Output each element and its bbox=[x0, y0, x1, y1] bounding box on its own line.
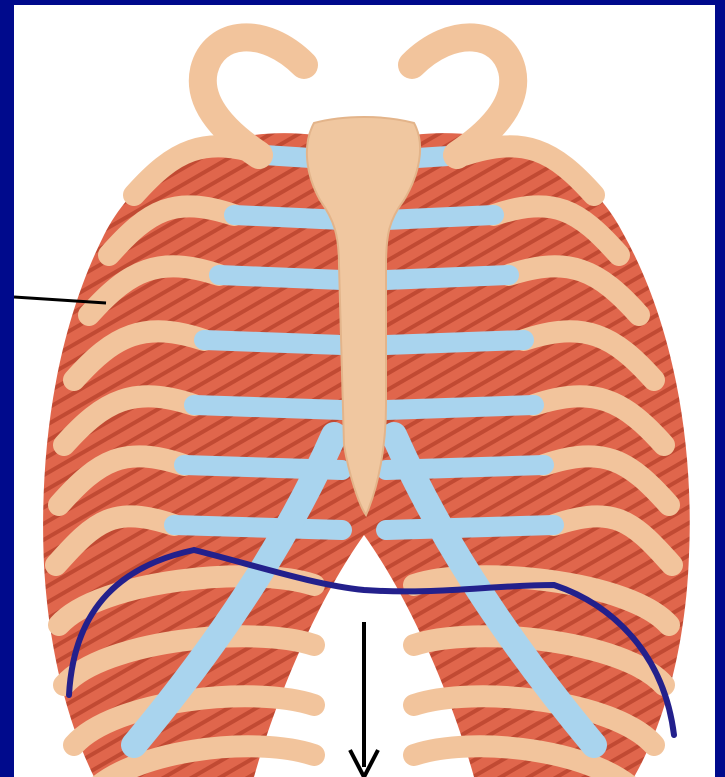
rib-cage-illustration bbox=[14, 5, 715, 777]
figure-canvas bbox=[14, 5, 715, 777]
down-arrow bbox=[350, 622, 378, 777]
cartilage-right-3 bbox=[386, 275, 509, 280]
cartilage-left-5 bbox=[194, 405, 342, 410]
cartilage-right-2 bbox=[386, 215, 494, 220]
cartilage-right-5 bbox=[386, 405, 534, 410]
cartilage-left-3 bbox=[219, 275, 342, 280]
cartilage-left-4 bbox=[204, 340, 342, 345]
cartilage-right-4 bbox=[386, 340, 524, 345]
cartilage-left-2 bbox=[234, 215, 342, 220]
cartilage-right-7 bbox=[386, 525, 554, 530]
cartilage-left-7 bbox=[174, 525, 342, 530]
